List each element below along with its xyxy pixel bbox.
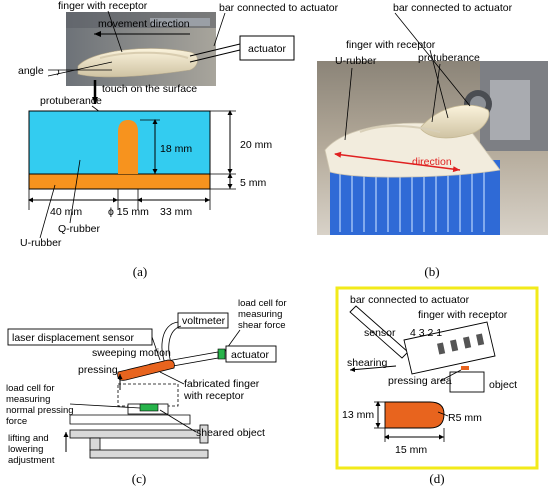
load-cell-shear-line3: shear force [238,320,286,331]
touch-label-a: touch on the surface [102,83,197,95]
angle-arc-a [56,69,60,76]
finger-label-b: finger with receptor [346,39,436,51]
voltmeter-box [177,312,229,329]
load-cell-shear-line1: load cell for [238,298,287,309]
sweeping-label: sweeping motion [92,347,171,359]
finger-body-d [403,321,496,375]
q-rubber-label: Q-rubber [58,223,101,235]
finger-tip-d [384,401,445,429]
sensor-label-d: sensor [364,327,396,339]
caption-d: (d) [429,471,444,486]
actuator-box-a [239,35,295,61]
fabricated-line1: fabricated finger [184,378,260,390]
panel-a: actuator finger with receptor bar connec… [18,0,339,279]
finger-label-a: finger with receptor [58,0,148,12]
voltmeter-label: voltmeter [182,315,226,327]
lifting-line2: lowering [8,444,43,455]
finger-label-d: finger with receptor [418,309,508,321]
rubber-cross-section [28,110,211,190]
sheared-label: sheared object [196,427,265,439]
bar-label-b: bar connected to actuator [393,2,513,14]
pressing-spot-d [461,366,469,370]
load-cell-normal-line3: normal pressing [6,405,74,416]
actuator-label-c: actuator [231,349,269,361]
panel-b-photo [317,61,548,235]
direction-label-b: direction [412,156,452,168]
pressing-area-label-d: pressing area [388,375,452,387]
fabricated-line2: with receptor [183,390,245,402]
u-rubber-label-a: U-rubber [20,237,62,249]
fabricated-finger-c [117,359,175,381]
lifting-line3: adjustment [8,455,55,466]
actuator-label-a: actuator [248,43,286,55]
laser-label: laser displacement sensor [12,332,134,344]
u-rubber-base [28,173,211,190]
dim-40-label: 40 mm [50,206,82,218]
dashed-stage [117,383,179,407]
normal-load-cell [139,403,159,412]
caption-b: (b) [424,264,439,279]
caption-a: (a) [133,264,147,279]
sensor-numbers-d: 4 3 2 1 [410,327,442,339]
dim-5-label: 5 mm [240,177,267,189]
dim-15-label-d: 15 mm [395,444,427,456]
angle-label-a: angle [18,65,44,77]
panel-b: bar connected to actuator finger with re… [317,2,548,279]
sensor-array-d [437,333,485,355]
load-cell-normal-line1: load cell for [6,383,55,394]
dim-13-label-d: 13 mm [342,409,374,421]
pressing-label: pressing [78,364,118,376]
dim-15-label: ϕ 15 mm [108,206,149,218]
bar-label-a: bar connected to actuator [219,2,339,14]
protuberance-shape [118,120,138,174]
movement-label-a: movement direction [98,18,190,30]
load-cell-shear-line2: measuring [238,309,282,320]
shearing-label-d: shearing [347,357,387,369]
panel-d: bar connected to actuator finger with re… [335,286,539,486]
dim-r5-label-d: R5 mm [448,412,482,424]
load-cell-normal-line4: force [6,416,27,427]
protuberance-label-a: protuberance [40,95,102,107]
bar-label-d: bar connected to actuator [350,294,470,306]
finger-leader-a [107,10,123,53]
caption-c: (c) [132,471,146,486]
bar-leader-a [213,12,226,47]
dim-18-label: 18 mm [160,143,192,155]
shear-load-cell [217,348,226,360]
direction-arrow-b [334,151,461,173]
load-cell-normal-line2: measuring [6,394,50,405]
lifting-line1: lifting and [8,433,49,444]
dim-20-label: 20 mm [240,139,272,151]
actuator-box-c [225,345,277,363]
protuberance-label-b: protuberance [418,52,480,64]
object-label-d: object [489,379,517,391]
u-rubber-label-b: U-rubber [335,55,377,67]
object-d [449,371,485,393]
panel-c: laser displacement sensor voltmeter load… [6,298,287,486]
dim-33-label: 33 mm [160,206,192,218]
